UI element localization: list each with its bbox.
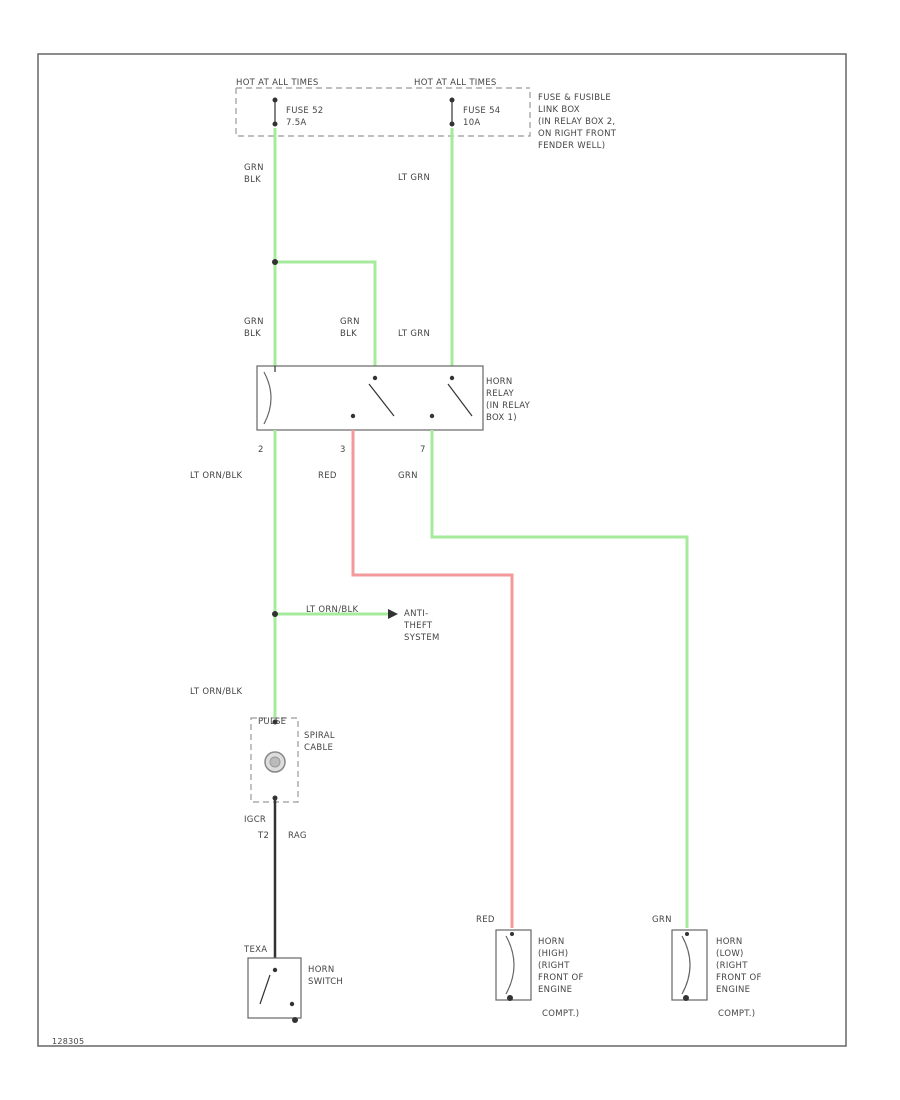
svg-text:HORN: HORN xyxy=(486,377,513,387)
svg-text:FUSE & FUSIBLE: FUSE & FUSIBLE xyxy=(538,93,611,103)
svg-text:GRN: GRN xyxy=(340,317,360,327)
horn-low: GRN HORN (LOW) (RIGHT FRONT OF ENGINE CO… xyxy=(652,915,762,1019)
svg-text:(IN RELAY BOX 2,: (IN RELAY BOX 2, xyxy=(538,117,615,127)
fuse-box-label: FUSE & FUSIBLE LINK BOX (IN RELAY BOX 2,… xyxy=(538,93,617,151)
spiral-cable: PULSE SPIRAL CABLE IGCR T2 RAG xyxy=(244,717,335,841)
svg-text:BLK: BLK xyxy=(340,329,357,339)
svg-text:7: 7 xyxy=(420,445,426,455)
fuse-box-outline xyxy=(235,88,531,137)
svg-text:ENGINE: ENGINE xyxy=(538,985,572,995)
svg-text:FRONT OF: FRONT OF xyxy=(538,973,584,983)
svg-text:GRN: GRN xyxy=(244,317,264,327)
svg-text:ANTI-: ANTI- xyxy=(404,609,428,619)
svg-text:TEXA: TEXA xyxy=(243,945,267,955)
hot-label-right: HOT AT ALL TIMES xyxy=(414,78,497,88)
fuse-52: FUSE 52 7.5A xyxy=(272,97,324,128)
svg-text:COMPT.): COMPT.) xyxy=(718,1009,755,1019)
svg-text:SYSTEM: SYSTEM xyxy=(404,633,440,643)
svg-text:LT GRN: LT GRN xyxy=(398,173,430,183)
svg-text:CABLE: CABLE xyxy=(304,743,333,753)
svg-text:(RIGHT: (RIGHT xyxy=(538,961,570,971)
svg-text:FUSE 52: FUSE 52 xyxy=(286,106,324,116)
svg-text:GRN: GRN xyxy=(244,163,264,173)
horn-relay: HORN RELAY (IN RELAY BOX 1) 2 3 7 xyxy=(256,365,531,455)
svg-text:(IN RELAY: (IN RELAY xyxy=(486,401,531,411)
wire-grn xyxy=(430,430,689,928)
svg-text:BLK: BLK xyxy=(244,329,261,339)
svg-text:RED: RED xyxy=(476,915,495,925)
anti-theft-label: ANTI- THEFT SYSTEM xyxy=(403,609,440,643)
svg-text:(LOW): (LOW) xyxy=(716,949,744,959)
svg-text:GRN: GRN xyxy=(398,471,418,481)
svg-text:2: 2 xyxy=(258,445,264,455)
fuse-54: FUSE 54 10A xyxy=(449,97,501,128)
wire-lt-orn-blk xyxy=(273,430,388,720)
horn-switch: TEXA HORN SWITCH xyxy=(243,945,343,1023)
svg-text:FRONT OF: FRONT OF xyxy=(716,973,762,983)
svg-text:HORN: HORN xyxy=(308,965,335,975)
svg-text:RED: RED xyxy=(318,471,337,481)
svg-text:HORN: HORN xyxy=(538,937,565,947)
svg-text:LT GRN: LT GRN xyxy=(398,329,430,339)
horn-high: RED HORN (HIGH) (RIGHT FRONT OF ENGINE C… xyxy=(476,915,584,1019)
diagram-frame xyxy=(37,53,847,1047)
splice-branch xyxy=(272,611,278,617)
svg-text:IGCR: IGCR xyxy=(244,815,266,825)
svg-text:COMPT.): COMPT.) xyxy=(542,1009,579,1019)
svg-text:RELAY: RELAY xyxy=(486,389,515,399)
svg-text:10A: 10A xyxy=(463,118,481,128)
svg-text:RAG: RAG xyxy=(288,831,307,841)
svg-text:7.5A: 7.5A xyxy=(286,118,307,128)
anti-theft-arrow xyxy=(388,609,398,619)
svg-text:LT ORN/BLK: LT ORN/BLK xyxy=(190,471,243,481)
wires-green-top xyxy=(273,128,454,368)
diagram-code: 128305 xyxy=(52,1037,84,1046)
svg-text:LT ORN/BLK: LT ORN/BLK xyxy=(306,605,359,615)
svg-text:HORN: HORN xyxy=(716,937,743,947)
splice-top xyxy=(272,259,278,265)
svg-text:ENGINE: ENGINE xyxy=(716,985,750,995)
svg-text:(HIGH): (HIGH) xyxy=(538,949,568,959)
svg-text:BOX 1): BOX 1) xyxy=(486,413,517,423)
svg-text:FENDER WELL): FENDER WELL) xyxy=(538,141,605,151)
svg-text:SWITCH: SWITCH xyxy=(308,977,343,987)
svg-text:SPIRAL: SPIRAL xyxy=(304,731,335,741)
wire-labels-mid: LT ORN/BLK RED GRN LT ORN/BLK LT ORN/BLK xyxy=(190,471,418,697)
svg-text:BLK: BLK xyxy=(244,175,261,185)
hot-label-left: HOT AT ALL TIMES xyxy=(236,78,319,88)
wire-labels-top: GRN BLK LT GRN GRN BLK GRN BLK LT GRN xyxy=(244,163,430,339)
svg-text:PULSE: PULSE xyxy=(258,717,286,727)
svg-text:FUSE 54: FUSE 54 xyxy=(463,106,501,116)
svg-text:GRN: GRN xyxy=(652,915,672,925)
svg-text:ON RIGHT FRONT: ON RIGHT FRONT xyxy=(538,129,617,139)
svg-text:LINK BOX: LINK BOX xyxy=(538,105,580,115)
svg-text:T2: T2 xyxy=(257,831,269,841)
svg-text:(RIGHT: (RIGHT xyxy=(716,961,748,971)
svg-text:THEFT: THEFT xyxy=(403,621,433,631)
wire-red xyxy=(351,430,514,928)
svg-text:LT ORN/BLK: LT ORN/BLK xyxy=(190,687,243,697)
svg-text:3: 3 xyxy=(340,445,346,455)
